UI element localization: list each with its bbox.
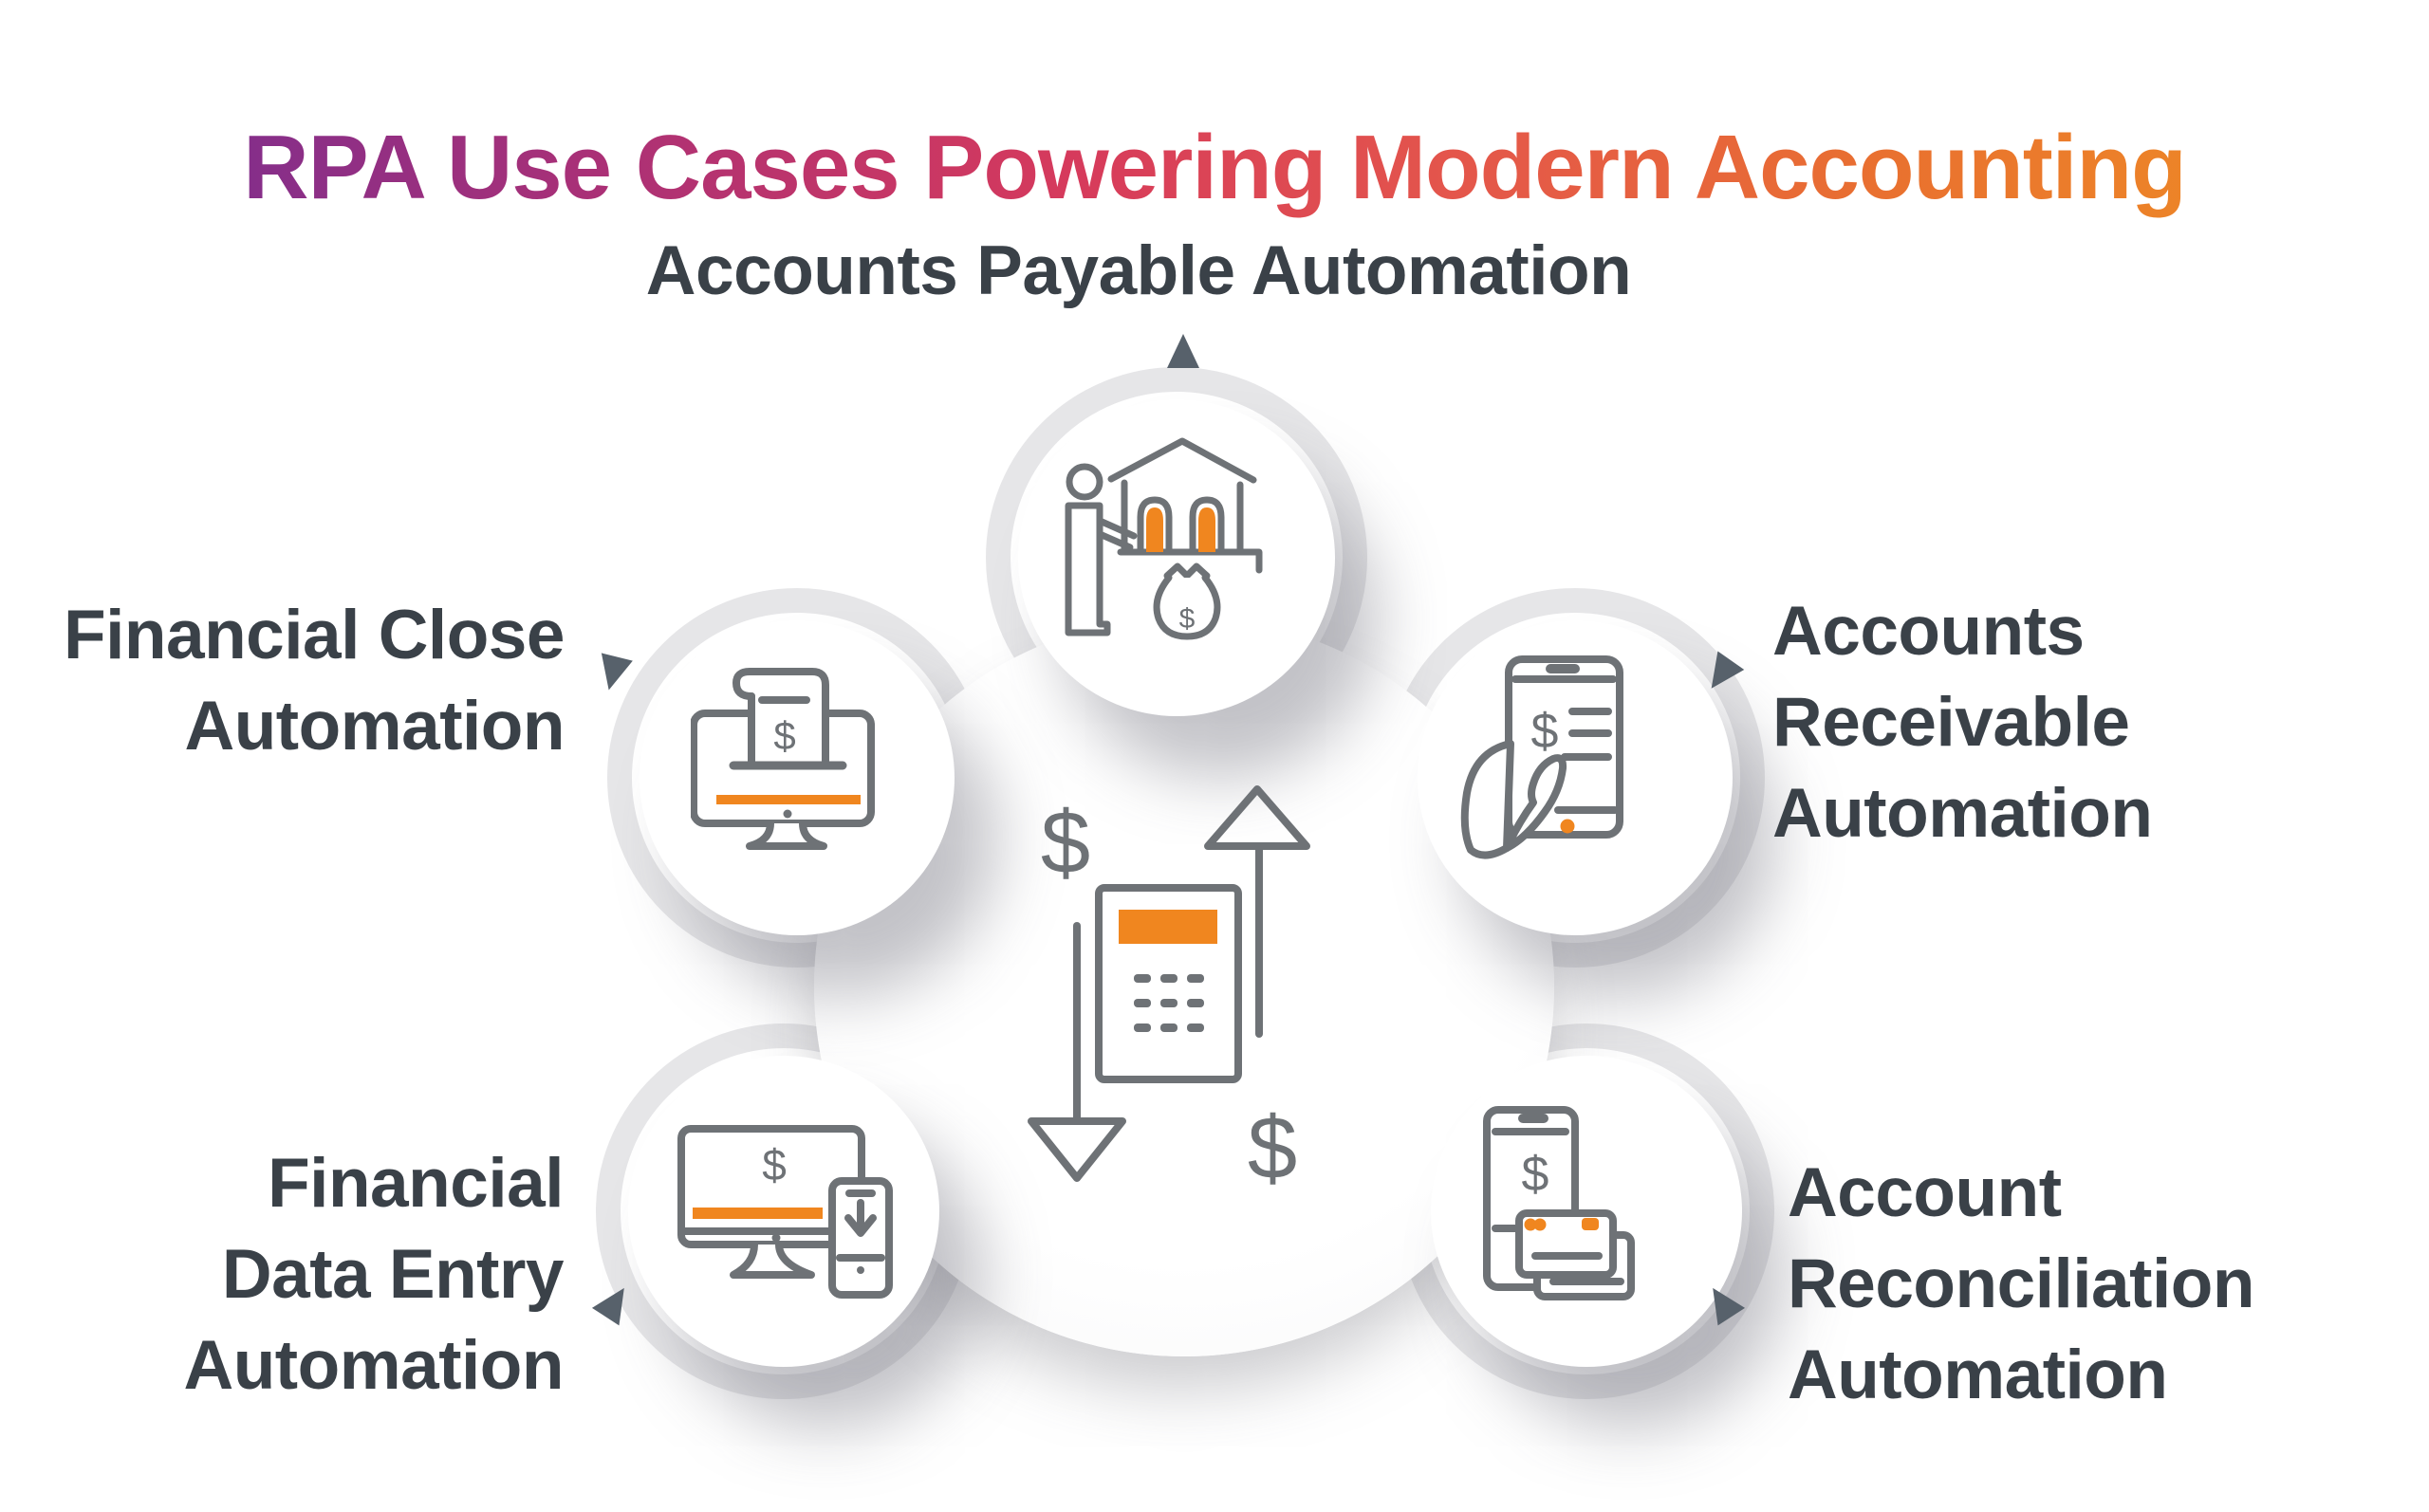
card-chip-marks xyxy=(1524,1218,1599,1231)
monitor-receipt-icon: $ xyxy=(691,668,875,850)
label-line: Automation xyxy=(1788,1337,2168,1413)
monitor-dot xyxy=(771,1233,781,1243)
dollar-sign-icon: $ xyxy=(1522,1147,1549,1202)
person-head xyxy=(1066,463,1103,501)
monitor-stand xyxy=(746,820,827,850)
phone-frame xyxy=(828,1177,893,1299)
invoice-lines xyxy=(1561,708,1612,761)
monitor-dot xyxy=(783,809,792,819)
label-line: Receivable xyxy=(1772,684,2130,761)
label-line: Accounts Payable Automation xyxy=(645,232,1632,309)
dollar-sign-icon: $ xyxy=(1531,704,1559,759)
node-label-account-reconciliation: Account Reconciliation Automation xyxy=(1788,1148,2376,1421)
label-line: Accounts xyxy=(1772,593,2085,670)
down-arrow-head xyxy=(1028,1117,1126,1182)
receipt-paper xyxy=(732,668,829,769)
hand-palm xyxy=(1460,740,1514,859)
dollar-sign-icon: $ xyxy=(1041,792,1090,892)
pointer-triangle-accounts-payable xyxy=(1167,334,1199,368)
calculator-cashflow-icon: $ $ xyxy=(1028,785,1310,1189)
label-line: Account xyxy=(1788,1154,2062,1231)
bank-roof xyxy=(1107,437,1257,484)
phone-dot xyxy=(857,1266,864,1274)
desktop-phone-download-icon: $ xyxy=(677,1125,893,1299)
label-line: Financial Close xyxy=(64,597,566,673)
label-line: Automation xyxy=(184,688,566,765)
dollar-sign-icon: $ xyxy=(1248,1097,1297,1189)
person-arm xyxy=(1096,517,1138,551)
page-title: RPA Use Cases Powering Modern Accounting xyxy=(0,116,2429,220)
hand-thumb xyxy=(1503,754,1567,852)
screen-bar xyxy=(693,1208,823,1219)
person-body xyxy=(1065,502,1111,636)
label-line: Financial xyxy=(268,1145,564,1222)
node-label-financial-data-entry: Financial Data Entry Automation xyxy=(57,1138,565,1411)
label-line: Reconciliation xyxy=(1788,1245,2254,1322)
calculator-display xyxy=(1119,910,1217,944)
node-label-financial-close: Financial Close Automation xyxy=(57,590,566,772)
node-label-accounts-payable: Accounts Payable Automation xyxy=(569,226,1708,317)
bank-window xyxy=(1137,496,1173,556)
dollar-sign-icon: $ xyxy=(762,1140,787,1189)
money-bag-tie xyxy=(1163,562,1211,580)
bank-payment-icon: $ xyxy=(1065,437,1263,640)
label-line: Automation xyxy=(1772,775,2153,852)
download-arrow-head xyxy=(844,1214,877,1237)
money-bag xyxy=(1153,574,1221,640)
label-line: Data Entry xyxy=(221,1236,565,1313)
dollar-sign-icon: $ xyxy=(1179,603,1196,635)
label-line: Automation xyxy=(183,1327,565,1404)
bank-window xyxy=(1189,496,1225,556)
dollar-sign-icon: $ xyxy=(773,713,795,758)
hand-phone-invoice-icon: $ xyxy=(1460,655,1623,859)
phone-cards-icon: $ xyxy=(1483,1106,1635,1300)
phone-button-dot xyxy=(1560,819,1575,834)
up-arrow-head xyxy=(1204,785,1310,850)
bank-walls xyxy=(1121,479,1244,556)
pointer-triangle-financial-close xyxy=(593,653,633,694)
screen-bar xyxy=(716,795,861,804)
calculator-keys xyxy=(1134,974,1204,1032)
node-label-accounts-receivable: Accounts Receivable Automation xyxy=(1772,586,2361,859)
monitor-stand xyxy=(730,1241,815,1279)
